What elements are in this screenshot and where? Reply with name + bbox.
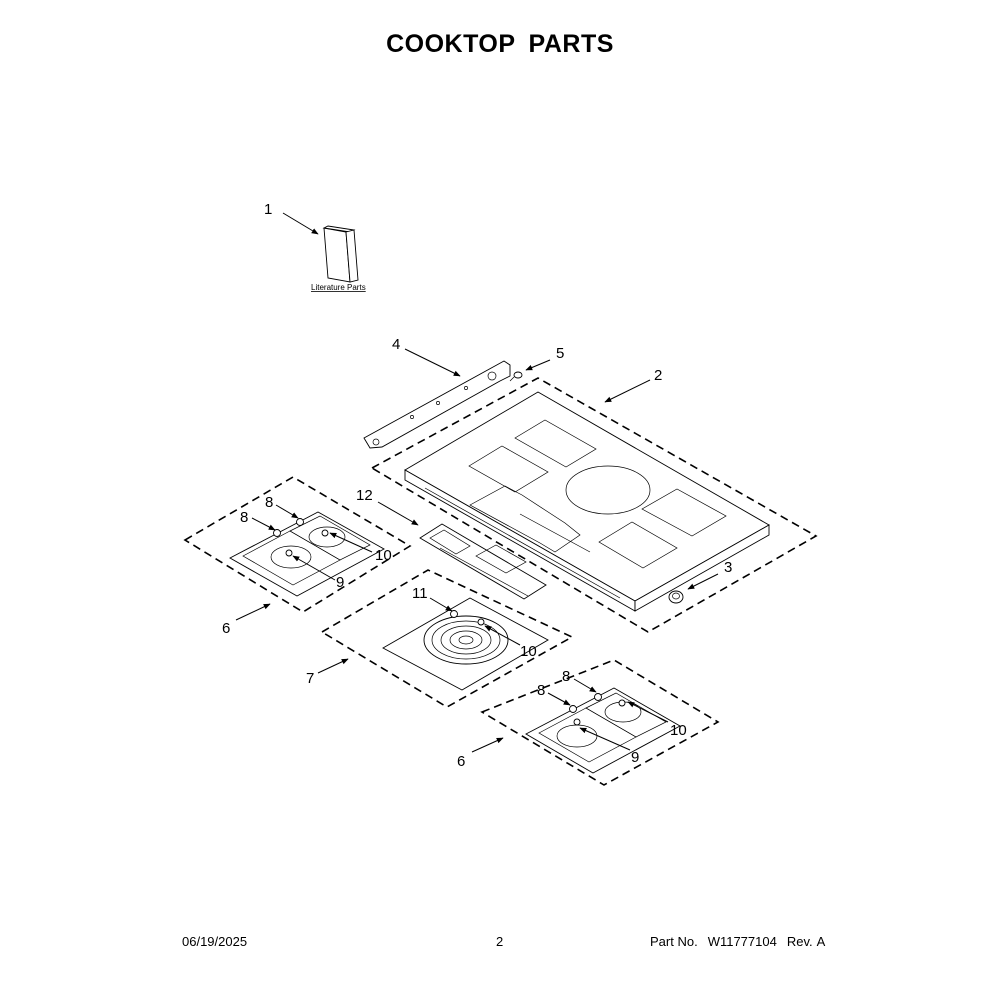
callout-8c: 8 — [562, 668, 570, 685]
callout-12: 12 — [356, 487, 373, 504]
callout-arrow-8a — [275, 504, 299, 519]
callout-6a: 6 — [222, 620, 230, 637]
callout-11: 11 — [412, 585, 428, 602]
callout-3: 3 — [724, 559, 732, 576]
callout-arrow-8b — [251, 517, 276, 531]
round-element-tray — [382, 597, 549, 691]
page-title: COOKTOP PARTS — [386, 30, 614, 58]
callout-10c: 10 — [670, 722, 687, 739]
callout-9b: 9 — [631, 749, 639, 766]
callout-arrow-8c — [573, 678, 597, 693]
dual-element-assembly-outline-right — [480, 659, 720, 786]
callout-8b: 8 — [240, 509, 248, 526]
revision-label: Rev. — [786, 934, 813, 949]
dual-element-tray-right — [525, 687, 681, 774]
mounting-bracket — [363, 360, 511, 449]
callout-arrow-7 — [317, 658, 349, 674]
cooktop-assembly-outline — [370, 377, 818, 633]
callout-arrow-2 — [604, 379, 651, 403]
footer-page-number: 2 — [496, 934, 504, 949]
screw — [509, 371, 523, 382]
callout-8a: 8 — [265, 494, 273, 511]
callout-9a: 9 — [336, 574, 344, 591]
callout-4: 4 — [392, 336, 400, 353]
revision: A — [816, 934, 826, 949]
part-number: W11777104 — [707, 934, 777, 949]
callout-arrow-12 — [377, 501, 419, 526]
literature-parts-label: Literature Parts — [311, 283, 366, 292]
callout-8d: 8 — [537, 682, 545, 699]
callout-10b: 10 — [520, 643, 537, 660]
callout-arrow-11 — [429, 597, 453, 612]
literature-booklet — [322, 225, 359, 283]
callout-arrow-3 — [687, 573, 719, 590]
callout-arrow-10a — [329, 532, 373, 553]
callout-arrow-4 — [404, 348, 461, 377]
callout-arrow-6a — [235, 603, 271, 621]
callout-1: 1 — [264, 201, 272, 218]
dual-element-tray-left — [229, 511, 385, 597]
callout-arrow-9b — [579, 727, 631, 751]
footer-date: 06/19/2025 — [182, 934, 248, 949]
footer-part-info: Part No. W11777104 Rev.A — [650, 934, 835, 949]
callout-arrow-6b — [471, 737, 504, 753]
part-number-label: Part No. — [650, 934, 698, 949]
callout-6b: 6 — [457, 753, 465, 770]
callout-7: 7 — [306, 670, 314, 687]
callout-5: 5 — [556, 345, 564, 362]
callout-arrow-10b — [484, 625, 521, 646]
round-element-assembly-outline — [320, 569, 574, 708]
callout-2: 2 — [654, 367, 662, 384]
dual-element-assembly-outline-left — [183, 476, 412, 613]
callout-arrow-8d — [547, 692, 571, 706]
callout-arrow-5 — [525, 359, 551, 371]
callout-arrow-1 — [282, 212, 319, 235]
control-knob — [668, 590, 684, 604]
control-board — [419, 523, 547, 600]
callout-arrow-10c — [627, 701, 669, 723]
cooktop-assembly — [404, 391, 770, 612]
callout-arrow-9a — [292, 555, 336, 581]
callout-10a: 10 — [375, 547, 392, 564]
